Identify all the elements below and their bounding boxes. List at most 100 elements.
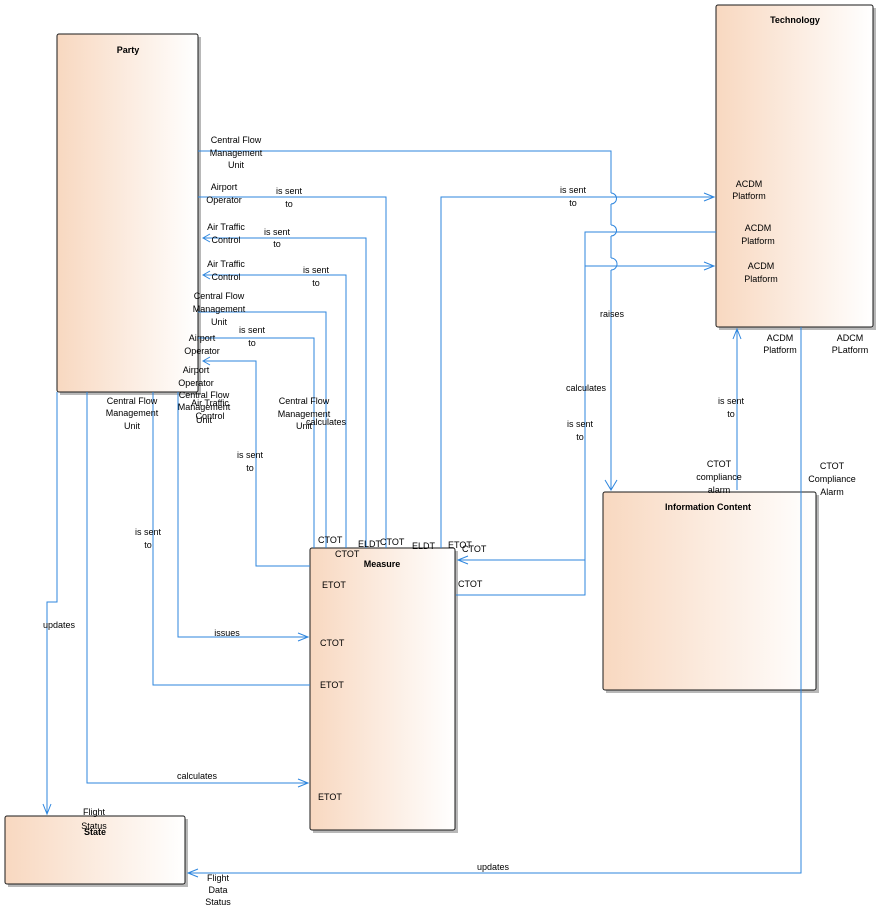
diagram-label: Control bbox=[195, 411, 224, 421]
connector-measure-party-sent[interactable] bbox=[152, 392, 310, 686]
diagram-label: Airport bbox=[183, 365, 210, 375]
diagram-label: Unit bbox=[228, 160, 245, 170]
diagram-label: CTOT bbox=[458, 579, 483, 589]
arrowhead bbox=[201, 233, 211, 243]
connector-measure-acdm-2[interactable] bbox=[456, 265, 714, 596]
diagram-label: Compliance bbox=[808, 474, 856, 484]
diagram-label: Operator bbox=[206, 195, 242, 205]
diagram-label: ACDM bbox=[748, 261, 775, 271]
diagram-label: is sent bbox=[135, 527, 162, 537]
flight-status-label: Flight bbox=[83, 807, 106, 817]
flight-state-box[interactable]: State bbox=[4, 815, 188, 887]
arrowhead bbox=[201, 356, 211, 366]
diagram-label: Data bbox=[208, 885, 227, 895]
role-airport-operator-label: Airport bbox=[211, 182, 238, 192]
diagram-label: calculates bbox=[566, 383, 607, 393]
connector-party-flight-updates[interactable] bbox=[46, 392, 58, 814]
flight-data-status-label: Flight bbox=[207, 873, 230, 883]
diagram-label: to bbox=[285, 199, 293, 209]
connector-cfmu-measure[interactable] bbox=[198, 311, 327, 548]
diagram-label: ETOT bbox=[318, 792, 342, 802]
connector-party-measure-calculates[interactable] bbox=[86, 392, 308, 784]
arrowhead bbox=[604, 479, 618, 491]
diagram-label: Platform bbox=[732, 191, 766, 201]
flight-state-title: State bbox=[84, 827, 106, 837]
diagram-label: is sent bbox=[718, 396, 745, 406]
information-content-box[interactable]: Information Content bbox=[602, 491, 819, 693]
acdm-platform-label: ACDM bbox=[736, 179, 763, 189]
diagram-label: alarm bbox=[708, 485, 731, 495]
connector-cfmu-raises[interactable] bbox=[198, 150, 612, 490]
ctot-label: CTOT bbox=[318, 535, 343, 545]
diagram-label: Unit bbox=[296, 421, 313, 431]
is-sent-to-label: is sent bbox=[276, 186, 303, 196]
connector-segment bbox=[610, 257, 618, 271]
connector-technology-flight-updates[interactable] bbox=[188, 327, 802, 874]
diagram-label: Platform bbox=[741, 236, 775, 246]
raises-label: raises bbox=[600, 309, 625, 319]
information-content-title: Information Content bbox=[665, 502, 751, 512]
diagram-label: is sent bbox=[567, 419, 594, 429]
diagram-label: Control bbox=[211, 272, 240, 282]
diagram-label: CTOT bbox=[320, 638, 345, 648]
diagram-label: is sent bbox=[239, 325, 266, 335]
diagram-label: Central Flow bbox=[179, 390, 230, 400]
connector-atc-2[interactable] bbox=[203, 274, 347, 548]
measure-title: Measure bbox=[364, 559, 401, 569]
diagram-label: calculates bbox=[177, 771, 218, 781]
diagram-label: to bbox=[248, 338, 256, 348]
diagram-label: to bbox=[727, 409, 735, 419]
diagram-label: Management bbox=[193, 304, 246, 314]
diagram-label: Platform bbox=[744, 274, 778, 284]
diagram-label: CTOT bbox=[462, 544, 487, 554]
arrowhead bbox=[42, 803, 52, 816]
arrowhead bbox=[732, 327, 742, 340]
diagram-label: Management bbox=[210, 148, 263, 158]
arrowhead bbox=[186, 868, 199, 878]
arrowhead bbox=[297, 632, 310, 642]
diagram-label: Management bbox=[278, 409, 331, 419]
diagram-label: ETOT bbox=[322, 580, 346, 590]
diagram-label: CTOT bbox=[335, 549, 360, 559]
diagram-label: Management bbox=[178, 402, 231, 412]
eldt-label: ELDT bbox=[358, 539, 382, 549]
diagram-label: to bbox=[576, 432, 584, 442]
ctot-compliance-alarm-label: CTOT bbox=[820, 461, 845, 471]
connector-airport-operator-inner[interactable] bbox=[198, 337, 315, 548]
diagram-label: to bbox=[246, 463, 254, 473]
connector-ctot-party[interactable] bbox=[203, 360, 310, 567]
diagram-label: Control bbox=[211, 235, 240, 245]
connector-segment bbox=[610, 192, 617, 205]
diagram-label: to bbox=[273, 239, 281, 249]
diagram-label: to bbox=[312, 278, 320, 288]
connector-airport-operator-measure[interactable] bbox=[198, 196, 387, 548]
connector-segment bbox=[610, 224, 617, 237]
arrowhead bbox=[703, 192, 716, 202]
arrowhead bbox=[297, 778, 310, 788]
diagram-label: is sent bbox=[560, 185, 587, 195]
connector-party-measure-issues[interactable] bbox=[177, 392, 308, 638]
issues-label: issues bbox=[214, 628, 240, 638]
technology-box[interactable]: Technology bbox=[715, 4, 876, 330]
connector-atc-1[interactable] bbox=[203, 237, 367, 548]
labels: Central Flow Management Unit Airport Ope… bbox=[43, 135, 868, 906]
connectors bbox=[42, 150, 802, 878]
diagram-label: Airport bbox=[189, 333, 216, 343]
diagram-label: Central Flow bbox=[279, 396, 330, 406]
measure-box[interactable]: Measure bbox=[309, 547, 458, 833]
diagram-label: is sent bbox=[303, 265, 330, 275]
party-box[interactable]: Party bbox=[56, 33, 201, 395]
diagram-label: updates bbox=[477, 862, 510, 872]
connector-measure-acdm[interactable] bbox=[440, 196, 714, 548]
arrowhead bbox=[703, 261, 716, 271]
diagram-label: PLatform bbox=[832, 345, 869, 355]
diagram-label: Management bbox=[106, 408, 159, 418]
diagram-label: Operator bbox=[184, 346, 220, 356]
diagram-label: to bbox=[144, 540, 152, 550]
party-title: Party bbox=[117, 45, 140, 55]
diagram-label: ETOT bbox=[320, 680, 344, 690]
etot-label: ETOT bbox=[448, 540, 472, 550]
diagram-label: is sent bbox=[264, 227, 291, 237]
diagram-label: Status bbox=[205, 897, 231, 906]
